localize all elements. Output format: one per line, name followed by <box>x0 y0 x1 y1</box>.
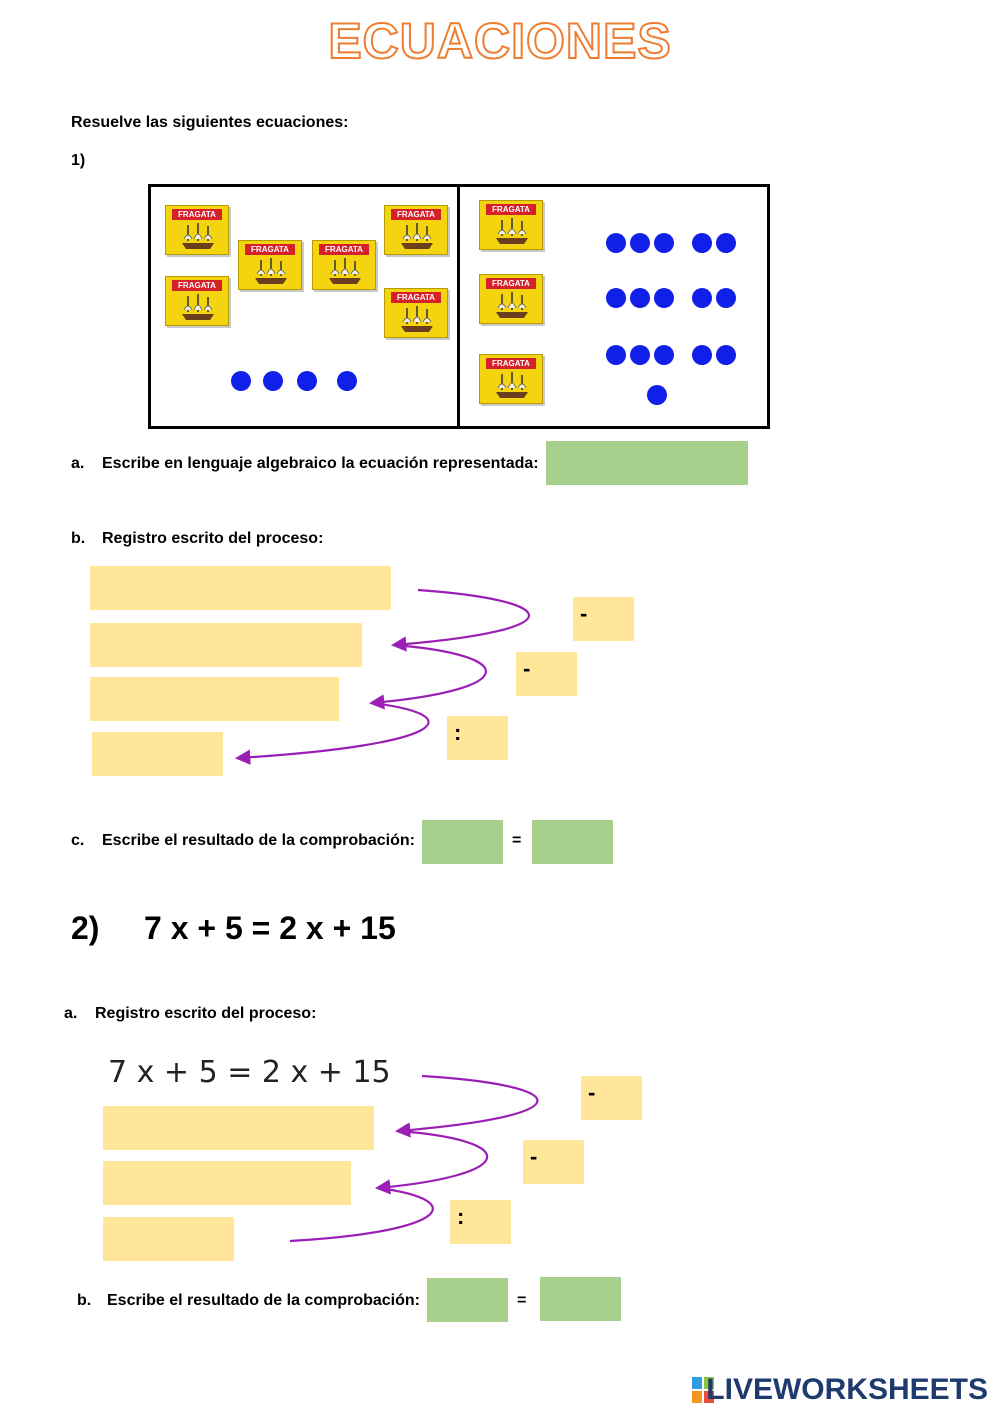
matchbox-icon: FRAGATA <box>479 200 543 250</box>
process-2-step-2-input[interactable] <box>103 1161 351 1205</box>
unit-dot <box>630 233 650 253</box>
unit-dot <box>654 233 674 253</box>
question-2a-letter: a. <box>64 1005 78 1022</box>
arrow-6 <box>289 1186 434 1243</box>
matchbox-icon: FRAGATA <box>165 205 229 255</box>
check-2-right-input[interactable] <box>540 1277 621 1321</box>
check-1-right-input[interactable] <box>532 820 613 864</box>
unit-dot <box>692 345 712 365</box>
exercise-2-equation: 7 x + 5 = 2 x + 15 <box>144 910 396 946</box>
handwritten-equation: 7 x + 5 = 2 x + 15 <box>108 1055 391 1090</box>
question-1a-letter: a. <box>71 455 85 472</box>
matchbox-label: FRAGATA <box>391 292 441 303</box>
unit-dot <box>297 371 317 391</box>
check-1-left-input[interactable] <box>422 820 503 864</box>
question-1a-text: Escribe en lenguaje algebraico la ecuaci… <box>102 455 539 472</box>
equation-picture-divider <box>457 184 460 429</box>
unit-dot <box>263 371 283 391</box>
question-1c-text: Escribe el resultado de la comprobación: <box>102 832 415 849</box>
process-1-step-4-input[interactable] <box>92 732 223 776</box>
matchbox-label: FRAGATA <box>172 280 222 291</box>
footer-brand: LIVEWORKSHEETS <box>706 1373 988 1406</box>
arrow-1 <box>390 588 531 652</box>
unit-dot <box>647 385 667 405</box>
matchbox-label: FRAGATA <box>486 278 536 289</box>
question-2a-text: Registro escrito del proceso: <box>95 1005 317 1022</box>
matchbox-icon: FRAGATA <box>312 240 376 290</box>
unit-dot <box>630 288 650 308</box>
process-2-op-1-input[interactable]: - <box>581 1076 642 1120</box>
process-1-op-2-input[interactable]: - <box>516 652 577 696</box>
unit-dot <box>716 233 736 253</box>
matchbox-label: FRAGATA <box>391 209 441 220</box>
matchbox-icon: FRAGATA <box>384 205 448 255</box>
arrow-4 <box>394 1074 539 1138</box>
matchbox-label: FRAGATA <box>245 244 295 255</box>
matchbox-icon: FRAGATA <box>479 354 543 404</box>
question-1b-text: Registro escrito del proceso: <box>102 530 324 547</box>
process-1-op-1-input[interactable]: - <box>573 597 634 641</box>
question-1c-letter: c. <box>71 832 85 849</box>
matchbox-icon: FRAGATA <box>384 288 448 338</box>
unit-dot <box>630 345 650 365</box>
unit-dot <box>231 371 251 391</box>
unit-dot <box>654 288 674 308</box>
process-2-step-3-input[interactable] <box>103 1217 234 1261</box>
matchbox-label: FRAGATA <box>486 204 536 215</box>
check-1-equals: = <box>512 832 522 849</box>
process-2-step-1-input[interactable] <box>103 1106 374 1150</box>
process-1-step-3-input[interactable] <box>90 677 339 721</box>
instruction: Resuelve las siguientes ecuaciones: <box>71 114 349 131</box>
unit-dot <box>654 345 674 365</box>
matchbox-label: FRAGATA <box>486 358 536 369</box>
unit-dot <box>606 233 626 253</box>
unit-dot <box>692 288 712 308</box>
check-2-equals: = <box>517 1292 527 1309</box>
answer-1a-equation-input[interactable] <box>546 441 748 485</box>
page-title: ECUACIONES <box>327 12 672 70</box>
unit-dot <box>716 288 736 308</box>
unit-dot <box>716 345 736 365</box>
question-2b-text: Escribe el resultado de la comprobación: <box>107 1292 420 1309</box>
process-2-op-2-input[interactable]: - <box>523 1140 584 1184</box>
unit-dot <box>337 371 357 391</box>
matchbox-icon: FRAGATA <box>238 240 302 290</box>
exercise-2-number: 2) <box>71 910 100 946</box>
exercise-1-number: 1) <box>71 152 86 169</box>
question-2b-letter: b. <box>77 1292 92 1309</box>
matchbox-icon: FRAGATA <box>479 274 543 324</box>
arrow-5 <box>374 1129 489 1195</box>
unit-dot <box>692 233 712 253</box>
process-1-step-2-input[interactable] <box>90 623 362 667</box>
process-1-op-3-input[interactable]: : <box>447 716 508 760</box>
process-1-step-1-input[interactable] <box>90 566 391 610</box>
arrow-3 <box>234 701 430 765</box>
matchbox-icon: FRAGATA <box>165 276 229 326</box>
check-2-left-input[interactable] <box>427 1278 508 1322</box>
unit-dot <box>606 288 626 308</box>
arrow-2 <box>368 643 487 710</box>
liveworksheets-logo-icon <box>692 1377 714 1408</box>
matchbox-label: FRAGATA <box>319 244 369 255</box>
matchbox-label: FRAGATA <box>172 209 222 220</box>
unit-dot <box>606 345 626 365</box>
question-1b-letter: b. <box>71 530 86 547</box>
process-2-op-3-input[interactable]: : <box>450 1200 511 1244</box>
